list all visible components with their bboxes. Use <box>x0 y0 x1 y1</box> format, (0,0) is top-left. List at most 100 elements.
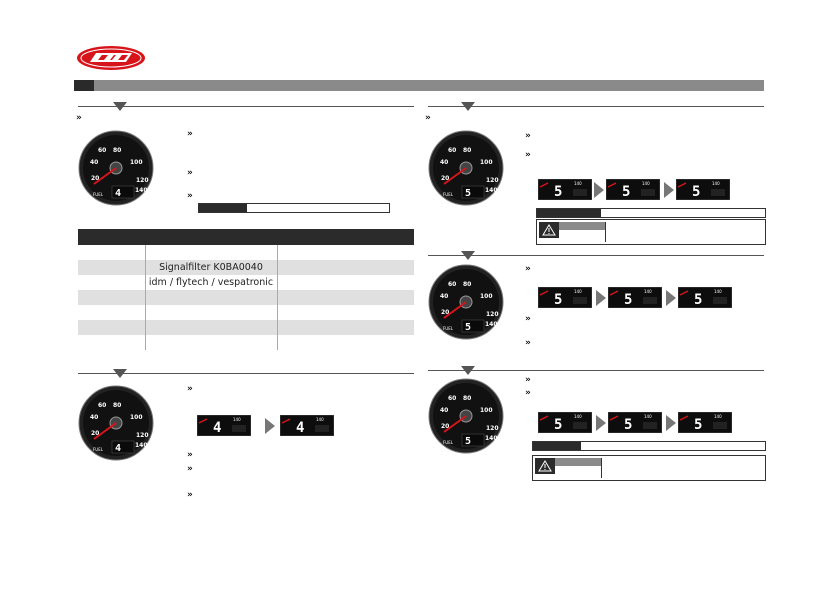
tick-label: 140 <box>135 187 148 194</box>
chevron-right-icon: » <box>187 191 193 201</box>
table-cell <box>78 245 146 260</box>
tick-label: 40 <box>440 407 448 414</box>
tick-label: 40 <box>90 159 98 166</box>
tick-label: 60 <box>448 281 456 288</box>
table-cell <box>277 260 414 275</box>
speedometer-gauge: 20 40 60 80 100 120 140 4 FUEL <box>78 130 154 206</box>
lcd-top-value: 140 <box>574 181 582 186</box>
tick-label: 60 <box>448 147 456 154</box>
tick-label: 40 <box>440 293 448 300</box>
tick-label: 20 <box>441 175 449 182</box>
lcd-digit: 5 <box>622 184 630 200</box>
tick-label: 80 <box>463 281 471 288</box>
warning-triangle-icon <box>538 460 552 472</box>
chevron-right-icon: » <box>525 388 531 398</box>
section-rule <box>78 106 414 107</box>
divider <box>601 458 602 478</box>
table-cell <box>145 305 278 320</box>
tick-label: 80 <box>463 147 471 154</box>
tick-label: 140 <box>135 442 148 449</box>
lcd-top-value: 140 <box>714 289 722 294</box>
tick-label: 100 <box>130 159 143 166</box>
tick-label: 140 <box>485 435 498 442</box>
speedometer-gauge: 20 40 60 80 100 120 140 5 FUEL <box>428 264 504 340</box>
warning-box <box>532 455 766 481</box>
down-arrow-icon <box>461 102 475 111</box>
lcd-screen: 5 140 <box>606 179 660 200</box>
chevron-right-icon: » <box>425 113 431 123</box>
tick-label: 40 <box>90 414 98 421</box>
gauge-face: 20 40 60 80 100 120 140 5 FUEL <box>428 130 504 206</box>
table-cell <box>78 335 146 350</box>
warning-label-band <box>559 222 605 230</box>
fuel-label: FUEL <box>443 326 454 331</box>
header-tab <box>74 80 94 91</box>
table-row: Signalfilter K0BA0040 <box>78 260 414 275</box>
section-rule <box>428 106 764 107</box>
lcd-top-value: 140 <box>712 181 720 186</box>
arrow-right-icon <box>666 415 676 431</box>
tick-label: 100 <box>130 414 143 421</box>
tick-label: 20 <box>91 175 99 182</box>
tick-label: 60 <box>98 147 106 154</box>
table-cell <box>277 290 414 305</box>
tick-label: 120 <box>136 177 149 184</box>
table-cell <box>78 275 146 290</box>
gauge-face: 20 40 60 80 100 120 140 4 FUEL <box>78 130 154 206</box>
fuel-label: FUEL <box>93 192 104 197</box>
arrow-right-icon <box>594 182 604 198</box>
chevron-right-icon: » <box>187 464 193 474</box>
table-cell <box>277 245 414 260</box>
tick-label: 100 <box>480 293 493 300</box>
lcd-digit: 5 <box>465 322 471 333</box>
table-cell <box>78 305 146 320</box>
tick-label: 80 <box>113 147 121 154</box>
arrow-right-icon <box>596 290 606 306</box>
speedometer-gauge: 20 40 60 80 100 120 140 5 FUEL <box>428 378 504 454</box>
chevron-right-icon: » <box>525 150 531 160</box>
fuel-label: FUEL <box>443 192 454 197</box>
table-header-cell <box>145 229 277 245</box>
arrow-right-icon <box>664 182 674 198</box>
down-arrow-icon <box>113 102 127 111</box>
lcd-digit: 5 <box>624 292 632 308</box>
table-cell <box>277 275 414 290</box>
settings-table: Signalfilter K0BA0040 idm / flytech / ve… <box>78 229 414 350</box>
lcd-digit: 5 <box>624 417 632 433</box>
lcd-digit: 4 <box>213 420 221 436</box>
table-cell <box>145 290 278 305</box>
table-header-row <box>78 229 414 245</box>
table-cell <box>145 245 278 260</box>
chevron-right-icon: » <box>187 490 193 500</box>
tick-label: 60 <box>98 402 106 409</box>
lcd-digit: 4 <box>115 443 121 454</box>
lcd-digit: 5 <box>554 417 562 433</box>
tick-label: 140 <box>485 187 498 194</box>
gauge-face: 20 40 60 80 100 120 140 4 FUEL <box>78 385 154 461</box>
tick-label: 120 <box>486 177 499 184</box>
lcd-top-value: 140 <box>642 181 650 186</box>
arrow-right-icon <box>265 418 275 434</box>
fuel-label: FUEL <box>443 440 454 445</box>
tick-label: 100 <box>480 159 493 166</box>
down-arrow-icon <box>461 366 475 375</box>
label-box <box>536 208 766 218</box>
fuel-label: FUEL <box>93 447 104 452</box>
tick-label: 20 <box>91 430 99 437</box>
chevron-right-icon: » <box>187 450 193 460</box>
warning-box <box>536 219 766 245</box>
table-row <box>78 245 414 260</box>
lcd-top-value: 140 <box>316 417 324 422</box>
table-header-cell <box>277 229 414 245</box>
label-box-tab <box>533 442 581 450</box>
table-cell <box>78 260 146 275</box>
warning-triangle-icon <box>542 224 556 236</box>
table-cell <box>145 335 278 350</box>
section-rule <box>78 373 414 374</box>
tick-label: 120 <box>136 432 149 439</box>
tick-label: 40 <box>440 159 448 166</box>
gauge-face: 20 40 60 80 100 120 140 5 FUEL <box>428 378 504 454</box>
table-row <box>78 320 414 335</box>
